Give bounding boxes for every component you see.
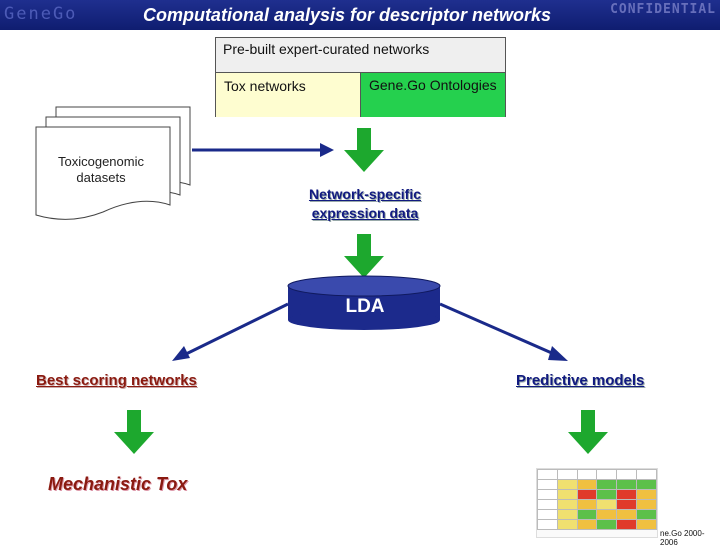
genego-logo: GeneGo [4, 4, 78, 24]
lda-label: LDA [345, 296, 385, 317]
genego-ontologies-label: Gene.Go Ontologies [369, 77, 497, 93]
tox-networks-box [216, 72, 361, 117]
prebuilt-networks-label: Pre-built expert-curated networks [223, 41, 430, 57]
network-specific-expression-label: Network-specific expression data [308, 186, 422, 221]
best-scoring-networks-label: Best scoring networks [36, 372, 197, 389]
header-bar [0, 0, 720, 30]
expression-to-lda-arrow [344, 234, 384, 278]
lda-to-predictive-arrow [439, 302, 568, 361]
footer-copyright: ne.Go 2000-2006 [660, 529, 705, 547]
confidential-mark: CONFIDENTIAL [610, 2, 716, 17]
best-to-mechanistic-arrow [114, 410, 154, 454]
predictive-to-table-arrow [568, 410, 608, 454]
thumbnail-table [537, 469, 657, 530]
genego-ontologies-box [361, 72, 505, 117]
predictive-models-label: Predictive models [516, 372, 645, 389]
datasets-label: Toxicogenomic datasets [58, 154, 144, 185]
slide-title: Computational analysis for descriptor ne… [142, 5, 552, 25]
mechanistic-tox-label: Mechanistic Tox [48, 474, 188, 494]
lda-cylinder [287, 275, 441, 330]
tox-networks-label: Tox networks [224, 78, 306, 94]
prebuilt-to-expression-arrow [344, 128, 384, 172]
datasets-to-expression-arrow [192, 143, 334, 157]
lda-to-best-arrow [172, 302, 289, 361]
predictive-results-thumbnail [536, 468, 658, 538]
datasets-document-stack [35, 106, 191, 220]
